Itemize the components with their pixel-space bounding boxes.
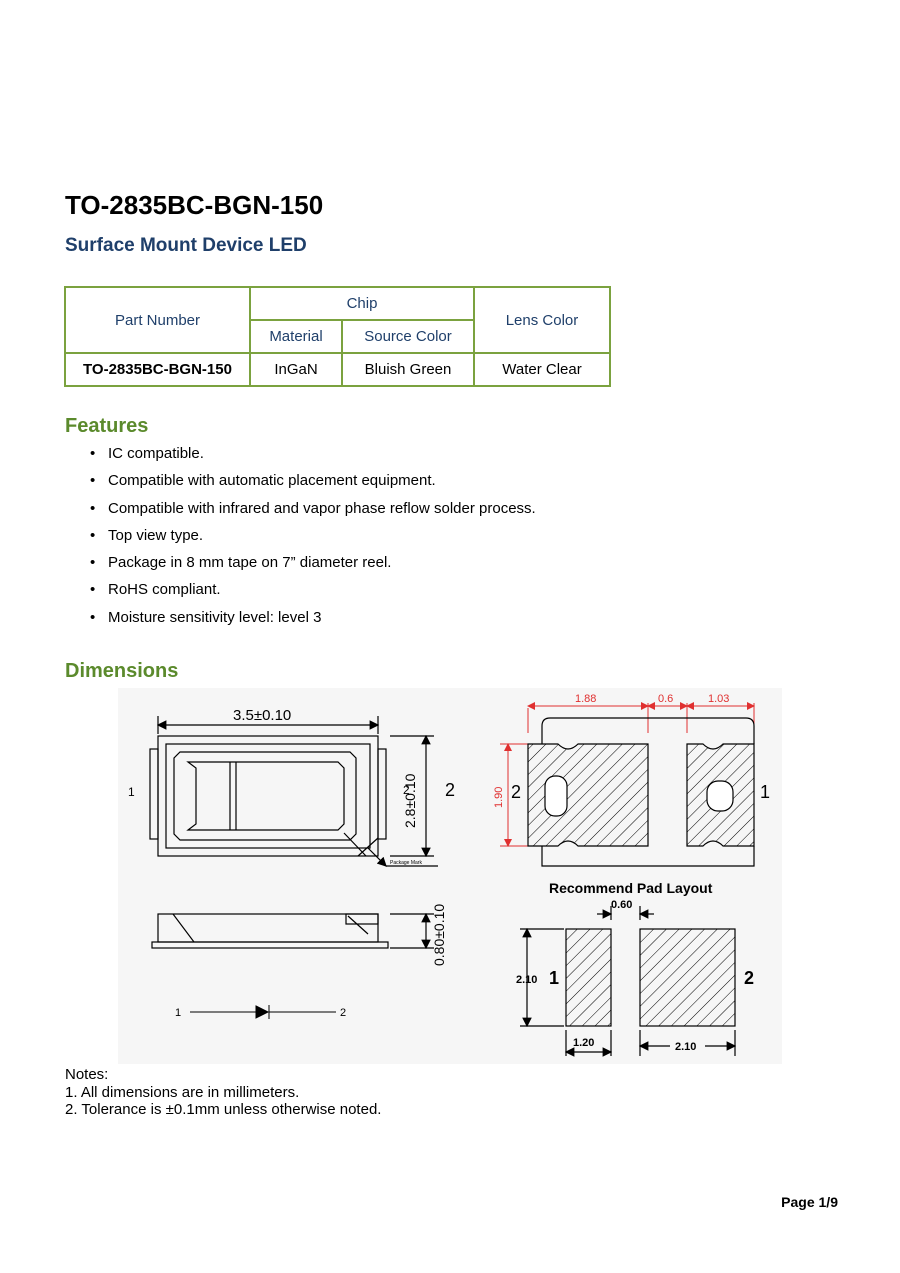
list-item: Package in 8 mm tape on 7” diameter reel… — [90, 554, 536, 581]
diode-pin2-label: 2 — [340, 1007, 346, 1019]
pin1-label: 1 — [128, 785, 135, 799]
row-material: InGaN — [249, 352, 343, 387]
package-mark-label: Package Mark — [390, 860, 422, 866]
dimension-drawing: 3.5±0.10 1 2 2 2.8±0.10 Package Mark 0.8… — [118, 688, 782, 1064]
pad-dim-right: 1.03 — [708, 693, 729, 705]
notes-heading: Notes: — [65, 1066, 109, 1083]
rec-pin1-label: 1 — [549, 968, 559, 988]
rec-left-width-dim: 1.20 — [573, 1037, 594, 1049]
material-header: Material — [249, 319, 343, 354]
bottom-pin1-label: 1 — [760, 782, 770, 802]
list-item: Compatible with infrared and vapor phase… — [90, 500, 536, 527]
note-item: 1. All dimensions are in millimeters. — [65, 1083, 300, 1101]
document-subtitle: Surface Mount Device LED — [65, 235, 307, 256]
top-view — [149, 716, 438, 867]
width-dimension: 3.5±0.10 — [233, 707, 291, 724]
thickness-dimension: 0.80±0.10 — [431, 904, 447, 966]
list-item: IC compatible. — [90, 445, 536, 472]
note-item: 2. Tolerance is ±0.1mm unless otherwise … — [65, 1101, 382, 1118]
row-lens-color: Water Clear — [473, 352, 611, 387]
diode-pin1-label: 1 — [175, 1007, 181, 1019]
lens-color-header: Lens Color — [473, 286, 611, 354]
rec-gap-dim: 0.60 — [611, 899, 632, 911]
diode-symbol-icon — [190, 1005, 336, 1019]
pad-dim-left: 1.88 — [575, 693, 596, 705]
notes: Notes: 1. All dimensions are in millimet… — [65, 1066, 381, 1119]
pin2-label: 2 — [445, 780, 455, 800]
document-title: TO-2835BC-BGN-150 — [65, 190, 324, 220]
spec-table: Part Number Chip Lens Color Material Sou… — [64, 286, 611, 387]
page-number: Page 1/9 — [781, 1194, 838, 1210]
pad-dim-gap: 0.6 — [658, 693, 673, 705]
side-view — [151, 912, 434, 950]
row-source-color: Bluish Green — [341, 352, 475, 387]
part-number-header: Part Number — [64, 286, 251, 354]
source-color-header: Source Color — [341, 319, 475, 354]
list-item: Moisture sensitivity level: level 3 — [90, 609, 536, 636]
features-list: IC compatible. Compatible with automatic… — [90, 445, 536, 636]
features-heading: Features — [65, 415, 149, 437]
rec-pin2-label: 2 — [744, 968, 754, 988]
height-dimension: 2.8±0.10 — [402, 773, 418, 828]
recommend-pad-layout — [520, 906, 737, 1057]
list-item: RoHS compliant. — [90, 581, 536, 608]
pin2-small-label: 2 — [403, 783, 410, 797]
row-part-number: TO-2835BC-BGN-150 — [64, 352, 251, 387]
rec-right-width-dim: 2.10 — [675, 1041, 696, 1053]
dimensions-heading: Dimensions — [65, 660, 179, 682]
recommend-pad-title: Recommend Pad Layout — [549, 880, 713, 896]
rec-height-dim: 2.10 — [516, 974, 537, 986]
list-item: Compatible with automatic placement equi… — [90, 472, 536, 499]
bottom-pin2-label: 2 — [511, 782, 521, 802]
chip-header: Chip — [249, 286, 475, 321]
list-item: Top view type. — [90, 527, 536, 554]
pad-dim-height: 1.90 — [493, 787, 505, 808]
bottom-view — [500, 702, 755, 847]
